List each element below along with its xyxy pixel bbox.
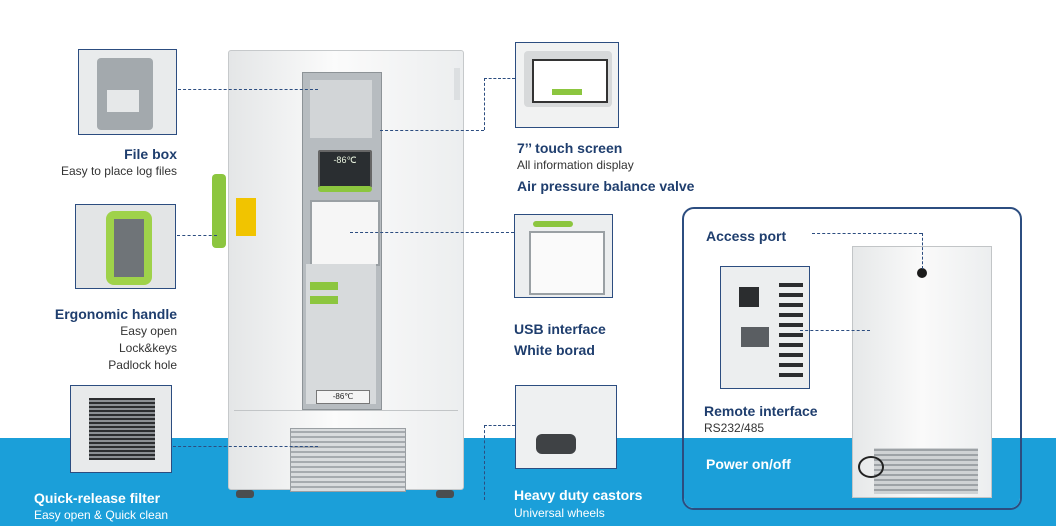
door-handle xyxy=(212,174,226,248)
touch-screen-connector-h xyxy=(380,130,484,131)
filter-image xyxy=(70,385,172,473)
file-box-desc: Easy to place log files xyxy=(60,164,177,178)
freezer-display: -86℃ xyxy=(318,150,372,188)
touch-screen-title: 7’’ touch screen xyxy=(517,140,623,156)
heavy-duty-castors-desc: Universal wheels xyxy=(514,506,605,520)
touch-screen-desc: All information display xyxy=(517,158,634,172)
quick-release-filter-title: Quick-release filter xyxy=(34,490,161,506)
remote-vent xyxy=(779,281,803,377)
filter-connector xyxy=(173,446,318,447)
display-readout: -86℃ xyxy=(333,155,357,165)
ergonomic-handle-title: Ergonomic handle xyxy=(54,306,177,322)
remote-switch xyxy=(739,287,759,307)
side-rail xyxy=(454,68,460,100)
power-cord xyxy=(858,456,884,478)
handle-image xyxy=(75,204,176,289)
handle-connector xyxy=(177,235,217,236)
filter-grille xyxy=(290,428,406,492)
touch-screen-green xyxy=(552,89,582,95)
display-bezel-green xyxy=(318,186,372,192)
access-port-hole xyxy=(917,268,927,278)
remote-port xyxy=(741,327,769,347)
quick-release-filter-desc: Easy open & Quick clean xyxy=(34,508,169,522)
usb-board-green xyxy=(533,221,573,227)
model-badge-text: -86℃ xyxy=(332,392,354,401)
control-panel-labels xyxy=(310,80,372,138)
model-badge: -86℃ xyxy=(316,390,370,404)
heavy-duty-castors-title: Heavy duty castors xyxy=(514,487,643,503)
remote-interface-title: Remote interface xyxy=(704,403,818,419)
remote-interface-image xyxy=(720,266,810,389)
touch-screen-panel xyxy=(532,59,608,103)
ergonomic-handle-desc-3: Padlock hole xyxy=(108,358,177,372)
ergonomic-handle-desc-1: Easy open xyxy=(120,324,177,338)
touch-screen-connector-top xyxy=(484,78,515,79)
touch-screen-image xyxy=(515,42,619,128)
freezer: -86℃ -86℃ xyxy=(212,50,464,500)
caster-right xyxy=(436,490,454,498)
castor-image xyxy=(515,385,617,469)
side-vent xyxy=(874,448,978,494)
file-box-title: File box xyxy=(124,146,177,162)
file-box-paper xyxy=(107,90,139,112)
power-title: Power on/off xyxy=(706,456,791,472)
castor-connector-v xyxy=(484,425,485,500)
usb-interface-title: USB interface xyxy=(514,321,606,337)
warning-sticker xyxy=(236,198,256,236)
door-line xyxy=(234,410,458,411)
usb-connector xyxy=(350,232,514,233)
access-port-connector-h xyxy=(812,233,922,234)
handle-photo xyxy=(106,211,152,285)
remote-interface-desc: RS232/485 xyxy=(704,421,765,435)
usb-white-board xyxy=(310,200,380,266)
castor-photo xyxy=(536,434,576,454)
file-box-connector xyxy=(178,89,318,90)
usb-board-image xyxy=(514,214,613,298)
filter-mesh xyxy=(89,398,155,460)
file-box-image xyxy=(78,49,177,135)
ergonomic-handle-desc-2: Lock&keys xyxy=(118,341,177,355)
pressure-valve-title: Air pressure balance valve xyxy=(517,178,695,194)
usb-board-panel xyxy=(529,231,605,295)
caster-left xyxy=(236,490,254,498)
remote-connector xyxy=(800,330,870,331)
castor-connector-h xyxy=(484,425,515,426)
instruction-green-1 xyxy=(310,282,338,290)
access-port-connector-v xyxy=(922,233,923,269)
access-port-title: Access port xyxy=(706,228,787,244)
instruction-green-2 xyxy=(310,296,338,304)
white-board-title: White borad xyxy=(514,342,595,358)
touch-screen-connector-v xyxy=(484,78,485,130)
